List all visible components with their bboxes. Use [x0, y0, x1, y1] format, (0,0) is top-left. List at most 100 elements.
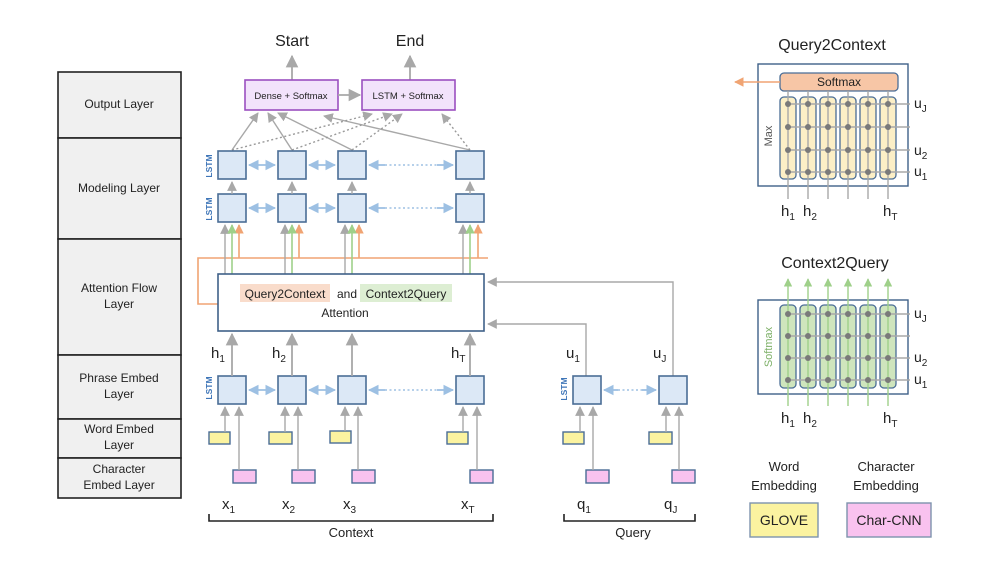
hT-label: hT [451, 345, 465, 365]
query-caption: Query [615, 525, 651, 540]
layer-phrase-label-2: Layer [104, 387, 134, 401]
mod-to-dense-arrow [323, 113, 471, 151]
legend: Word Embedding Character Embedding GLOVE… [749, 459, 932, 538]
c2q-row-label: uJ [914, 305, 927, 325]
attention-box [217, 273, 485, 332]
grid-node [845, 101, 851, 107]
lstm-softmax-box [361, 79, 456, 111]
xT-label: xT [461, 496, 475, 516]
legend-char-line1: Character [857, 459, 915, 474]
grid-node [825, 124, 831, 130]
start-label: Start [275, 33, 309, 50]
grid-node [825, 377, 831, 383]
mod-to-dense-arrow [231, 112, 259, 151]
grid-node [865, 377, 871, 383]
x1-label: x1 [222, 496, 236, 516]
q2c-highlight [240, 284, 330, 302]
q2c-panel-title: Query2Context [778, 37, 886, 54]
grid-node [825, 101, 831, 107]
layer-modeling [57, 137, 182, 240]
lstm-label: LSTM [204, 197, 214, 220]
q2c-panel: Query2Context Softmax Max uJ u2 u1 h1 h2… [734, 37, 928, 223]
grid-node [785, 377, 791, 383]
u1-to-attention-line [487, 319, 587, 378]
grid-node [785, 147, 791, 153]
grid-node [785, 333, 791, 339]
q1-label: q1 [577, 496, 591, 516]
and-text: and [337, 287, 357, 301]
modeling-lstm-cell [455, 150, 485, 180]
q2c-grid [779, 91, 910, 199]
grid-node [825, 147, 831, 153]
glove-embedding [446, 431, 469, 445]
grid-node [805, 147, 811, 153]
context-lstm-cell [217, 375, 247, 405]
char-cnn-embedding [585, 469, 610, 484]
grid-node [785, 311, 791, 317]
q2c-feedback-line [197, 257, 488, 305]
mod-to-dense-arrow [277, 112, 353, 151]
lstm-label: LSTM [204, 154, 214, 177]
grid-node [845, 355, 851, 361]
c2q-text: Context2Query [366, 287, 447, 301]
grid-node [805, 124, 811, 130]
dense-softmax-label: Dense + Softmax [254, 91, 327, 102]
layer-attention-label-1: Attention Flow [81, 281, 157, 295]
modeling-lstm-cell [337, 193, 367, 223]
c2q-grid [779, 278, 910, 406]
grid-node [825, 355, 831, 361]
lstm-label: LSTM [204, 376, 214, 399]
grid-node [885, 124, 891, 130]
q2c-col-label: h2 [803, 203, 817, 223]
c2q-row-label: u1 [914, 371, 928, 391]
attention-text: Attention [321, 306, 368, 320]
q2c-text: Query2Context [245, 287, 326, 301]
context-lstm-cell [455, 375, 485, 405]
grid-node [865, 355, 871, 361]
c2q-panel-title: Context2Query [781, 255, 889, 272]
grid-node [885, 169, 891, 175]
query-bracket [563, 514, 696, 522]
legend-char-line2: Embedding [853, 478, 919, 493]
legend-char-cnn-label: Char-CNN [856, 512, 921, 528]
legend-char-cnn-box [846, 502, 932, 538]
layer-attention [57, 238, 182, 356]
grid-node [845, 169, 851, 175]
modeling-lstm-cell [455, 193, 485, 223]
q2c-row-label: u2 [914, 142, 928, 162]
modeling-layer: LSTM LSTM [204, 150, 485, 223]
grid-node [825, 311, 831, 317]
layer-phrase [57, 354, 182, 420]
grid-node [785, 169, 791, 175]
q2c-row-label: uJ [914, 95, 927, 115]
q2c-col-label: h1 [781, 203, 795, 223]
qJ-label: qJ [664, 496, 677, 516]
grid-node [885, 355, 891, 361]
grid-node [845, 124, 851, 130]
context-lstm-cell [337, 375, 367, 405]
query-lstm-cell [658, 375, 688, 405]
c2q-softmax-label: Softmax [763, 326, 775, 367]
q2c-max-label: Max [763, 125, 775, 146]
mod-to-lstm-arrow [231, 111, 373, 151]
grid-node [885, 101, 891, 107]
glove-embedding [268, 431, 293, 445]
grid-node [825, 169, 831, 175]
layer-char-label-1: Character [93, 462, 146, 476]
layer-word-label-2: Layer [104, 438, 134, 452]
layer-output [57, 71, 182, 139]
q2c-softmax-label: Softmax [817, 75, 861, 89]
glove-embedding [562, 431, 585, 445]
grid-node [885, 311, 891, 317]
context-bracket [208, 514, 494, 522]
char-cnn-embedding [671, 469, 696, 484]
grid-node [785, 101, 791, 107]
layer-word-label-1: Word Embed [84, 422, 154, 436]
layer-output-label: Output Layer [84, 97, 153, 111]
mod-to-lstm-arrow [441, 113, 471, 151]
layer-attention-label-2: Layer [104, 297, 134, 311]
uJ-label: uJ [653, 345, 666, 365]
end-label: End [396, 33, 424, 50]
legend-glove-label: GLOVE [760, 512, 808, 528]
